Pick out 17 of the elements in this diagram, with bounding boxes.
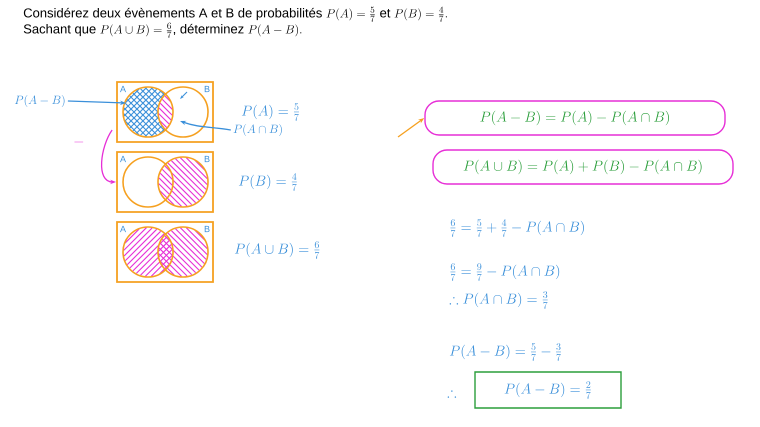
equation: $\frac{6}{7} = \frac{5}{7} + \frac{4}{7} - P(A\cap B)$ <box>450 219 584 237</box>
equation: $P(B) = \frac{4}{7}$ <box>238 173 297 191</box>
probability-label: $P(A\cap B)$ <box>234 124 282 136</box>
venn-diagram: A B <box>116 221 214 283</box>
formula-bubble: $P(A\cup B) = P(A) + P(B) - P(A\cap B)$ <box>432 149 734 185</box>
formula-bubble: $P(A-B) = P(A) - P(A\cap B)$ <box>424 100 726 136</box>
title: $\begin{array}{l}\text{Considérez deux évènements A et B de probabilités } P(A)=\frac{5}{7} \text{ et } P(B)=\frac{4}{7}.\\ \text{Sachant que } P(A\cup B)=\frac{6}{7}\text{, déterminez } P(A-B).\end{array}$ <box>24 6 447 38</box>
equation: $P(A-B) = \frac{5}{7} - \frac{3}{7}$ <box>450 343 561 361</box>
equation: $\therefore$ <box>448 390 456 398</box>
equation: $\therefore P(A\cap B) = \frac{3}{7}$ <box>450 291 548 309</box>
venn-diagram: A B <box>116 81 214 143</box>
equation: $P(A\cup B) = \frac{6}{7}$ <box>234 241 320 259</box>
equation: $\frac{6}{7} = \frac{9}{7} - P(A\cap B)$ <box>450 263 560 281</box>
probability-label: $P(A-B)$ <box>14 95 64 107</box>
equation: $P(A) = \frac{5}{7}$ <box>242 103 299 121</box>
venn-diagram: A B <box>116 151 214 213</box>
answer-box: $P(A-B) = \frac{2}{7}$ <box>474 371 622 409</box>
